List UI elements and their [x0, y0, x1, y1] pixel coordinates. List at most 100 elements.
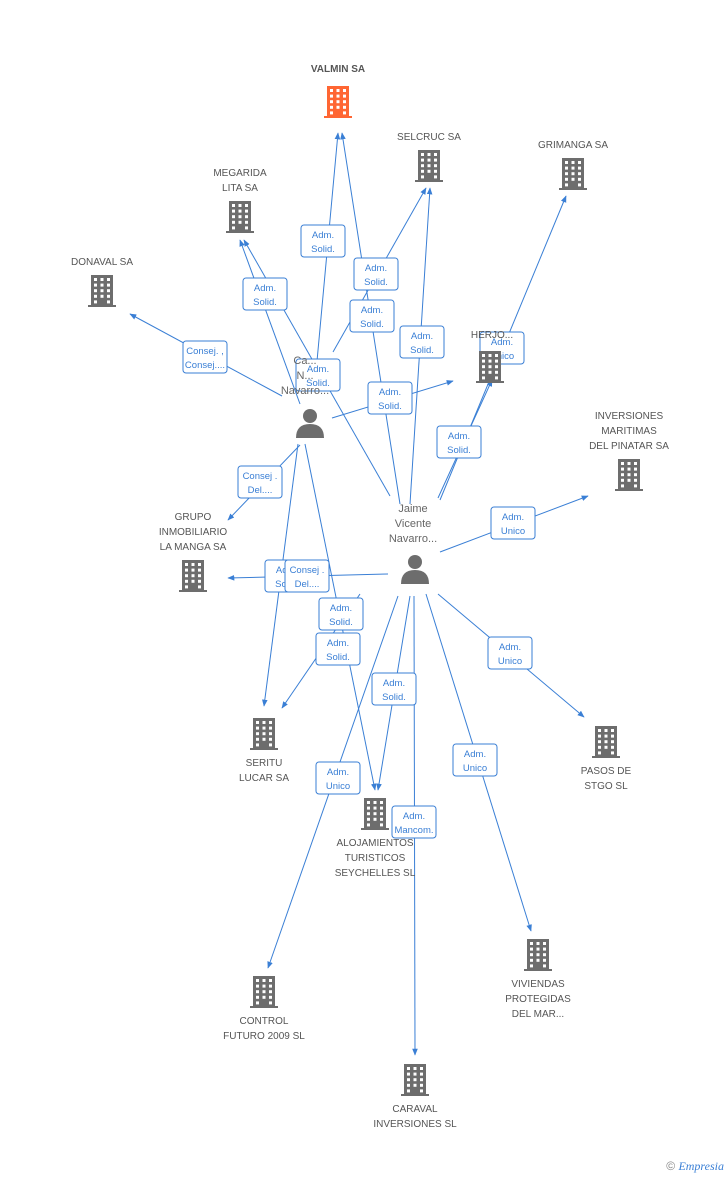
edge-label-p2-inversiones[interactable]: Adm.Unico — [490, 506, 536, 540]
edge-label-p2-seritu[interactable]: Adm. Solid. — [315, 632, 361, 666]
edge-label-box — [436, 425, 482, 459]
copyright-symbol: © — [666, 1159, 676, 1173]
edge-label-box — [490, 506, 536, 540]
company-label: FUTURO 2009 SL — [223, 1031, 305, 1042]
footer-brand[interactable]: © Empresia — [666, 1159, 724, 1174]
edge-label-p2-pasos[interactable]: Adm.Unico — [487, 636, 533, 670]
company-label: VALMIN SA — [311, 64, 365, 75]
edge-label-text: Adm. — [502, 512, 524, 523]
company-label: DEL PINATAR SA — [589, 441, 669, 452]
company-label: INVERSIONES — [595, 411, 664, 422]
edge-label-box — [452, 743, 498, 777]
edge-label-text: Solid. — [364, 277, 388, 288]
edge-label-p1-alojamientos[interactable]: Adm.Solid. — [318, 597, 364, 631]
company-label: TURISTICOS — [345, 853, 406, 864]
edge-label-p1-selcruc[interactable]: Adm.Solid. — [349, 299, 395, 333]
edge-label-text: Adm. — [499, 642, 521, 653]
edge-label-text: Consej . — [290, 565, 325, 576]
person-label: Vicente — [395, 518, 432, 530]
person-node-p1[interactable]: Ca...N...Navarro... — [281, 355, 329, 438]
edge-label-text: Solid. — [326, 652, 350, 663]
person-label: Navarro... — [389, 533, 437, 545]
edge-label-box — [182, 340, 228, 374]
edge-label-text: Unico — [490, 351, 514, 362]
building-icon — [179, 560, 207, 592]
edge-label-text: Unico — [326, 781, 350, 792]
person-label: Ca... — [293, 355, 316, 367]
edge-label-p2-viviendas[interactable]: Adm.Unico — [452, 743, 498, 777]
edge-label-text: Solid. — [410, 345, 434, 356]
company-node-donaval[interactable]: DONAVAL SA — [71, 257, 133, 307]
company-label: LA MANGA SA — [160, 542, 227, 553]
edge-label-box — [315, 632, 361, 666]
company-label: PASOS DE — [581, 766, 632, 777]
company-label: LITA SA — [222, 183, 258, 194]
edge-label-text: Solid. — [253, 297, 277, 308]
edge-label-p2-caraval[interactable]: Adm. Mancom. — [391, 805, 437, 839]
edge-label-text: Adm. — [403, 811, 425, 822]
edge-label-text: Mancom. — [394, 825, 433, 836]
edge-label-text: Adm. — [411, 331, 433, 342]
company-label: HERJO... — [471, 330, 513, 341]
edge-label-text: Adm. — [361, 305, 383, 316]
edge-label-p2-valmin[interactable]: Adm. Solid. — [353, 257, 399, 291]
edge-label-text: Adm. — [464, 749, 486, 760]
company-label: GRIMANGA SA — [538, 140, 608, 151]
edge-label-p1-valmin[interactable]: Adm.Solid. — [300, 224, 346, 258]
edge-label-box — [300, 224, 346, 258]
building-icon — [415, 150, 443, 182]
edge-label-text: Adm. — [327, 767, 349, 778]
building-icon — [250, 718, 278, 750]
company-label: MEGARIDA — [213, 168, 267, 179]
building-icon — [559, 158, 587, 190]
edge-label-box — [315, 761, 361, 795]
edge-label-p2-control[interactable]: Adm. Unico — [315, 761, 361, 795]
edge-label-text: Adm. — [365, 263, 387, 274]
company-label: ALOJAMIENTOS — [336, 838, 413, 849]
edge-label-text: Solid. — [447, 445, 471, 456]
company-node-grimanga[interactable]: GRIMANGA SA — [538, 140, 608, 190]
person-icon — [401, 555, 429, 584]
edge-label-text: Adm. — [312, 230, 334, 241]
building-icon — [250, 976, 278, 1008]
edge-label-box — [391, 805, 437, 839]
edge-label-p1-megarida[interactable]: Adm. Solid. — [242, 277, 288, 311]
edge-label-p1-grupo[interactable]: Consej .Del.... — [237, 465, 283, 499]
company-node-inversiones[interactable]: INVERSIONES MARITIMAS DEL PINATAR SA — [589, 411, 669, 491]
company-label: PROTEGIDAS — [505, 994, 571, 1005]
company-node-herjo[interactable]: HERJO... — [471, 330, 513, 383]
company-label: MARITIMAS — [601, 426, 657, 437]
edge-label-p1-donaval[interactable]: Consej. ,Consej.... — [182, 340, 228, 374]
building-icon — [615, 459, 643, 491]
edge-label-p2-megarida[interactable]: Adm.Solid. — [295, 358, 341, 392]
edge-label-p2-herjo[interactable]: Adm.Solid. — [436, 425, 482, 459]
building-icon-highlighted — [324, 86, 352, 118]
edge-label-text: Adm. — [254, 283, 276, 294]
edge-label-p2-alojamientos[interactable]: Adm.Solid. — [371, 672, 417, 706]
company-label: SERITU — [246, 758, 283, 769]
company-node-valmin[interactable]: VALMIN SA — [311, 64, 365, 118]
edge-label-text: Adm. — [327, 638, 349, 649]
edge-label-text: Consej . — [243, 471, 278, 482]
person-node-p2[interactable]: JaimeVicenteNavarro... — [389, 503, 437, 584]
person-label: Jaime — [398, 503, 427, 515]
edge-label-box — [399, 325, 445, 359]
edge-label-p1-herjo[interactable]: Adm.Solid. — [367, 381, 413, 415]
company-node-selcruc[interactable]: SELCRUC SA — [397, 132, 461, 182]
edge-label-p2-selcruc[interactable]: Adm. Solid. — [399, 325, 445, 359]
edge-label-box — [237, 465, 283, 499]
edge-label-box — [295, 358, 341, 392]
person-icon — [296, 409, 324, 438]
edge-label-text: Adm. — [383, 678, 405, 689]
company-node-megarida[interactable]: MEGARIDA LITA SA — [213, 168, 267, 233]
edge-label-p2-grupo[interactable]: Consej . Del.... — [284, 559, 330, 593]
edge-label-text: Del.... — [295, 579, 320, 590]
edge-label-text: Adm. — [307, 364, 329, 375]
